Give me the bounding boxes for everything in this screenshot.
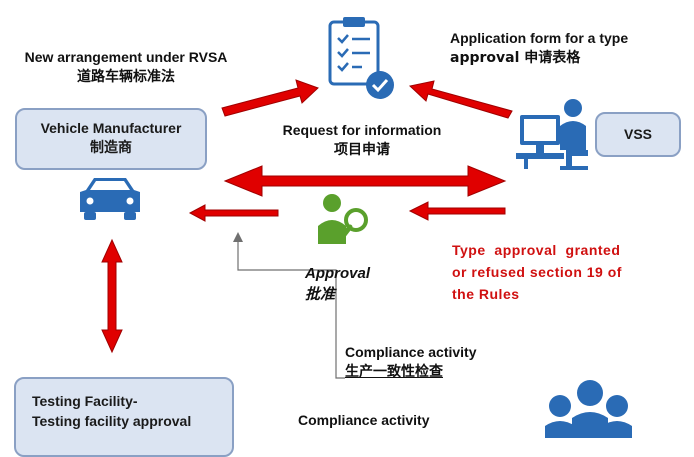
arrow-vss-to-approval — [408, 201, 506, 221]
compliance-connector-line — [233, 232, 345, 379]
people-group-icon — [545, 380, 632, 438]
request-label-cn: 项目申请 — [334, 142, 390, 158]
arrow-manufacturer-to-form — [221, 79, 319, 117]
arrow-request-for-information — [223, 165, 507, 197]
arrow-manufacturer-testing — [101, 238, 123, 354]
application-form-label: Application form for a type approval 申请表… — [450, 28, 680, 68]
vehicle-manufacturer-box: Vehicle Manufacturer 制造商 — [15, 108, 207, 170]
compliance-activity-testing: Compliance activity — [298, 410, 430, 430]
testing-facility-box: Testing Facility- Testing facility appro… — [14, 377, 234, 457]
vss-label: VSS — [623, 126, 652, 142]
type-approval-note: Type approval granted or refused section… — [452, 239, 637, 305]
manufacturer-label-en: Vehicle Manufacturer — [40, 120, 182, 136]
arrow-approval-to-manufacturer — [188, 204, 279, 222]
car-icon — [80, 178, 140, 220]
rvsa-note-cn: 道路车辆标准法 — [77, 69, 175, 85]
diagram-graphics — [80, 17, 632, 438]
request-label-en: Request for information — [282, 122, 442, 138]
request-for-information-label: Request for information 项目申请 — [262, 120, 462, 160]
approval-label-en: Approval — [305, 265, 371, 282]
vss-box: VSS — [595, 112, 681, 157]
compliance-activity-cop: Compliance activity 生产一致性检查 — [345, 342, 477, 382]
application-form-line1: Application form for a type — [450, 30, 629, 46]
rvsa-note-en: New arrangement under RVSA — [24, 49, 228, 65]
compliance-cop-en: Compliance activity — [345, 344, 477, 360]
clipboard-form-icon — [328, 17, 394, 99]
type-approval-line2: or refused section 19 of — [452, 264, 622, 280]
compliance-testing-en: Compliance activity — [298, 412, 430, 428]
computer-user-icon — [516, 99, 588, 170]
type-approval-line1: Type approval granted — [452, 242, 621, 258]
approval-person-icon — [318, 194, 368, 244]
arrow-vss-to-form — [408, 80, 513, 119]
approval-label: Approval 批准 — [305, 264, 370, 304]
application-form-line2: approval 申请表格 — [450, 50, 581, 66]
approval-label-cn: 批准 — [305, 285, 336, 303]
testing-facility-line1: Testing Facility- — [32, 393, 138, 409]
testing-facility-line2: Testing facility approval — [32, 413, 192, 429]
type-approval-line3: the Rules — [452, 286, 520, 302]
manufacturer-label-cn: 制造商 — [90, 140, 132, 156]
compliance-cop-cn: 生产一致性检查 — [345, 364, 443, 380]
rvsa-note: New arrangement under RVSA 道路车辆标准法 — [6, 47, 246, 87]
